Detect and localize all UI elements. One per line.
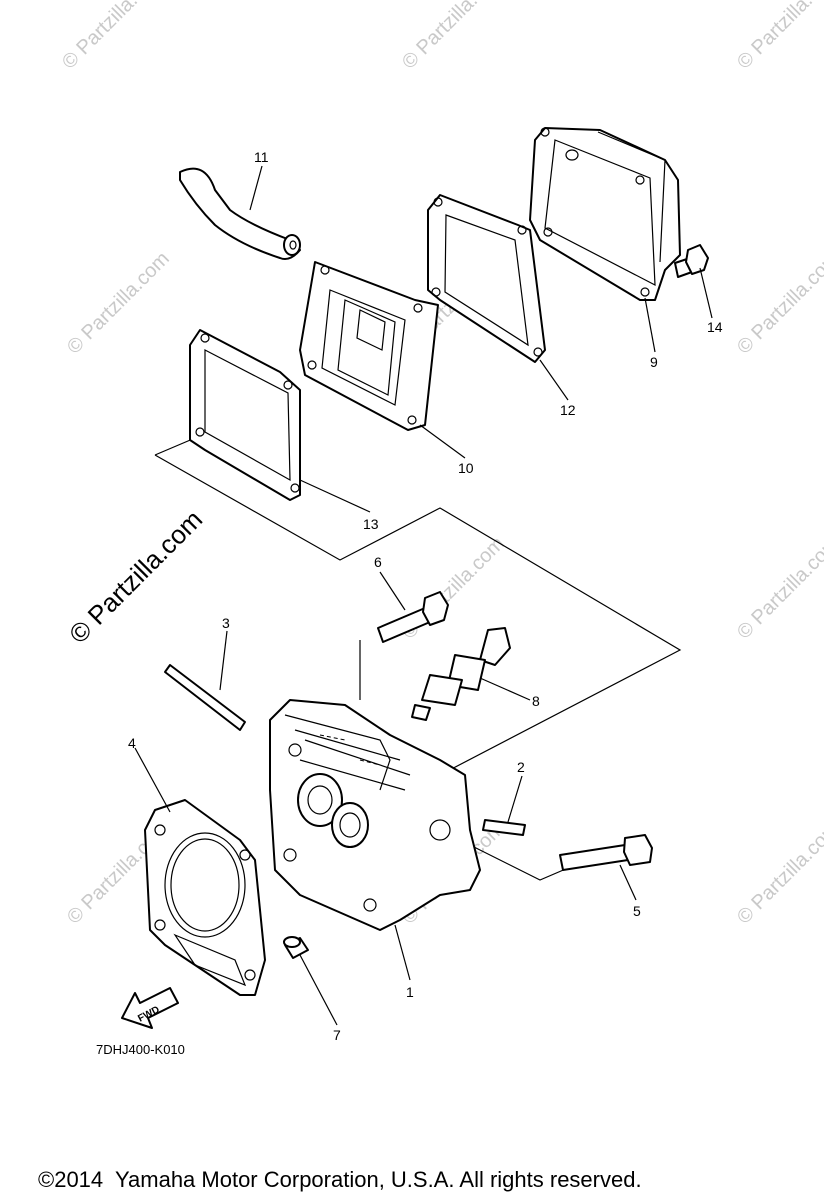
callout-13: 13 [363,516,379,532]
callout-2: 2 [517,759,525,775]
stud-3 [164,664,246,731]
callout-labels: 11 14 9 12 10 13 6 3 8 4 2 5 1 7 [128,149,723,1043]
diagram-code: 7DHJ400-K010 [96,1042,185,1057]
watermark-text: © Partzilla.com [398,0,509,74]
stud-2 [482,819,526,836]
callout-10: 10 [458,460,474,476]
callout-12: 12 [560,402,576,418]
gasket-12 [427,194,546,363]
watermark-text: © Partzilla.com [58,0,169,74]
watermark-text: © Partzilla.com [733,818,824,929]
callout-4: 4 [128,735,136,751]
callout-6: 6 [374,554,382,570]
dowel-pin [283,936,309,959]
callout-7: 7 [333,1027,341,1043]
watermark-text: © Partzilla.com [63,248,174,359]
callout-1: 1 [406,984,414,1000]
breather-hose [179,167,301,260]
bolt-14 [674,244,709,278]
watermark-text: © Partzilla.com [733,533,824,644]
cylinder-head [269,699,481,931]
leader-lines [134,165,713,1026]
callout-8: 8 [532,693,540,709]
head-gasket [144,799,266,996]
callout-11: 11 [254,149,269,165]
breather-plate [299,261,439,431]
callout-5: 5 [633,903,641,919]
watermark-text: © Partzilla.com [733,0,824,74]
callout-3: 3 [222,615,230,631]
fwd-arrow-icon: FWD [121,987,179,1029]
callout-14: 14 [707,319,723,335]
assembly-lines [154,437,682,881]
watermark-main: © Partzilla.com [63,504,208,649]
gasket-13 [189,329,301,501]
head-cover [529,127,681,301]
copyright-notice: ©2014 Yamaha Motor Corporation, U.S.A. A… [38,1167,642,1192]
bolt-5 [559,834,653,871]
spark-plug [411,627,511,721]
watermark-text: © Partzilla.com [733,248,824,359]
bolt-6 [377,591,449,643]
callout-9: 9 [650,354,658,370]
